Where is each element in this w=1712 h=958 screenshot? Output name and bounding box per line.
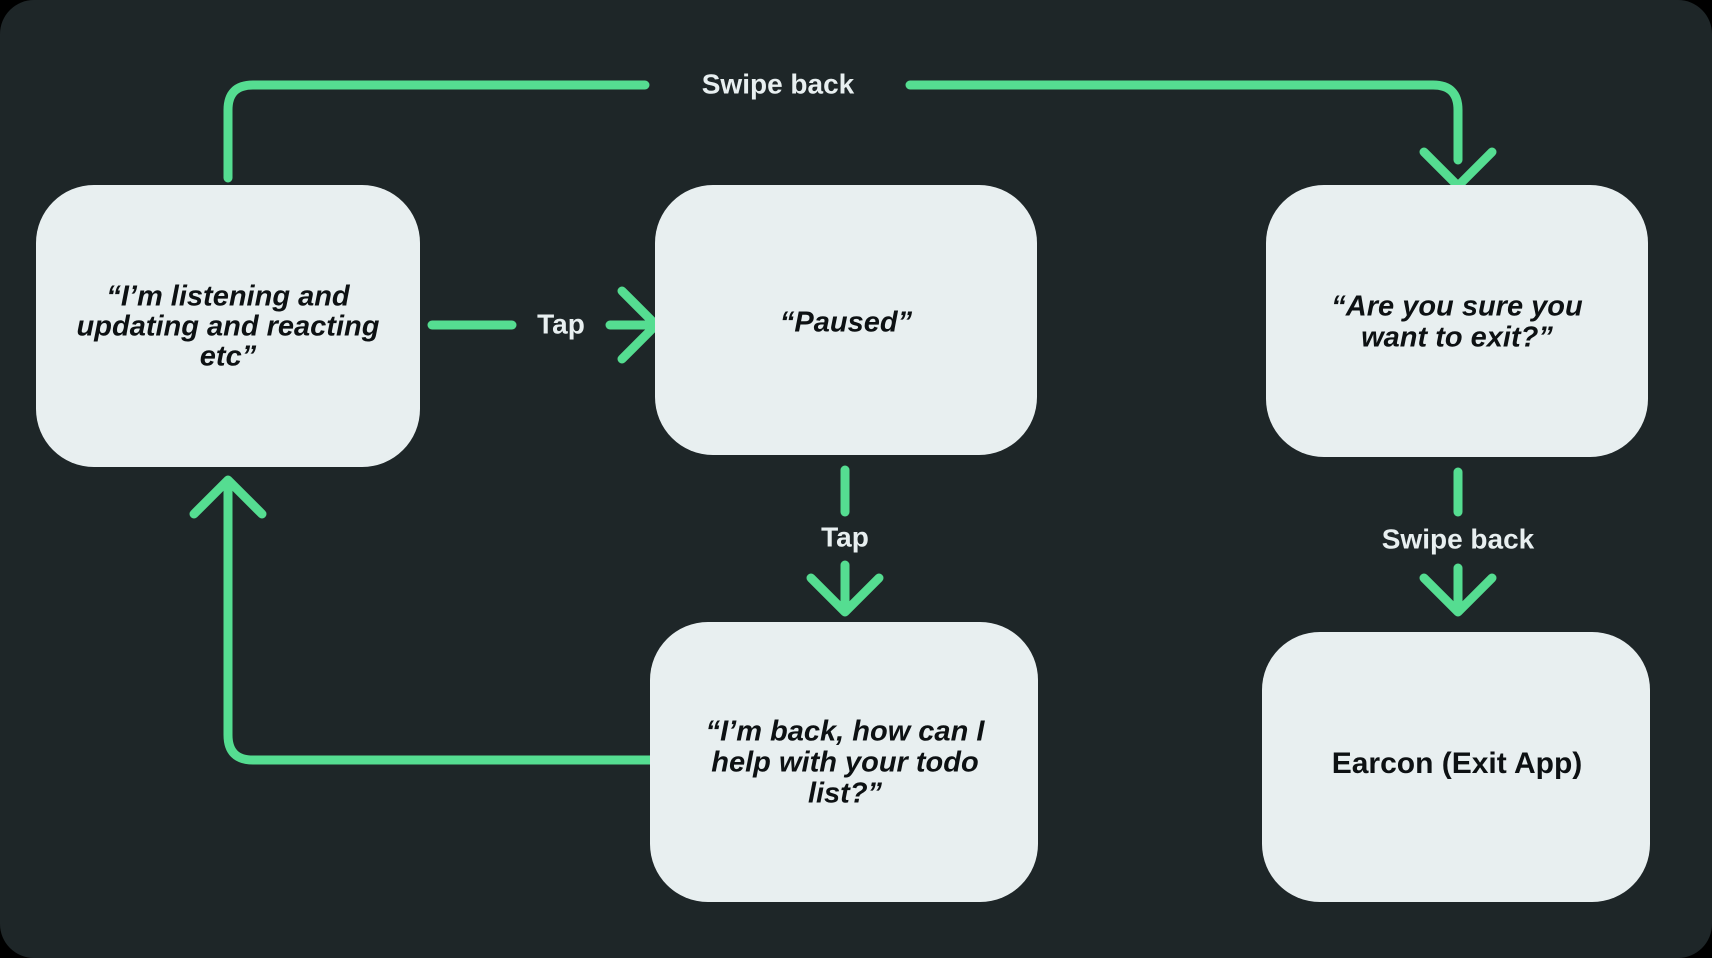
edge-confirm-exit-to-earcon: Swipe back [1382, 467, 1535, 617]
node-listening-state[interactable]: “I’m listening and updating and reacting… [36, 185, 420, 467]
node-resume-state-line-2: help with your todo [711, 747, 978, 779]
edge-return-path [223, 483, 655, 765]
node-paused-state-shape[interactable] [655, 185, 1037, 455]
node-earcon-exit-app-state-shape[interactable] [1262, 632, 1650, 902]
node-resume-state-line-1: “I’m back, how can I [706, 716, 986, 748]
edge-return-arrowhead [189, 475, 267, 519]
node-listening-state-line-1: “I’m listening and [106, 281, 351, 313]
node-confirm-exit-state[interactable]: “Are you sure you want to exit?” [1266, 185, 1648, 457]
edge-paused-to-resume: Tap [806, 465, 884, 617]
edge-label-swipe-back-vertical: Swipe back [1382, 523, 1535, 554]
edge-label-tap-vertical: Tap [821, 521, 869, 552]
edge-swipe-back-vertical-arrowhead [1419, 573, 1497, 617]
node-listening-state-line-2: updating and reacting [77, 311, 380, 343]
node-listening-state-shape[interactable] [36, 185, 420, 467]
edge-tap-vertical-arrowhead [806, 573, 884, 617]
edge-resume-to-listening [189, 475, 655, 765]
node-paused-state[interactable]: “Paused” [655, 185, 1037, 455]
node-listening-state-line-3: etc” [200, 341, 257, 373]
node-paused-state-line-1: “Paused” [780, 307, 913, 339]
edge-swipe-back-top-left-segment [223, 80, 650, 183]
edge-label-swipe-back-top: Swipe back [702, 68, 855, 99]
node-earcon-exit-app-state[interactable]: Earcon (Exit App) [1262, 632, 1650, 902]
node-earcon-exit-app-state-line-1: Earcon (Exit App) [1332, 747, 1583, 780]
edge-listening-to-paused: Tap [427, 286, 665, 364]
edge-label-tap-horizontal: Tap [537, 308, 585, 339]
node-confirm-exit-state-line-2: want to exit?” [1361, 322, 1553, 354]
node-confirm-exit-state-line-1: “Are you sure you [1331, 291, 1583, 323]
node-resume-state-shape[interactable] [650, 622, 1038, 902]
node-confirm-exit-state-shape[interactable] [1266, 185, 1648, 457]
node-resume-state-line-3: list?” [808, 778, 883, 810]
node-resume-state[interactable]: “I’m back, how can I help with your todo… [650, 622, 1038, 902]
edge-swipe-back-top-right-segment [905, 80, 1463, 165]
edge-listening-to-confirm-exit: Swipe back [223, 68, 1497, 191]
